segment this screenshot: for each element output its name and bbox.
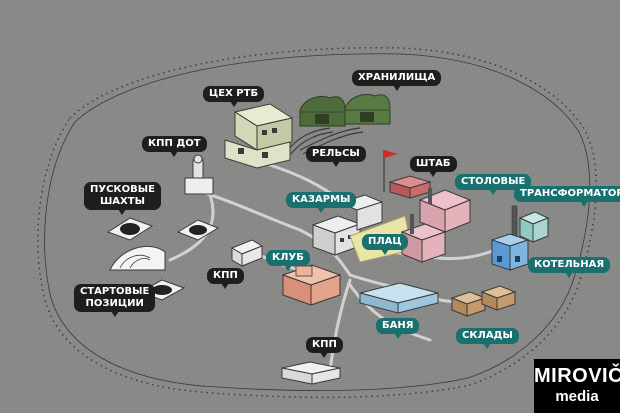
building-storage-1 bbox=[299, 96, 346, 127]
perimeter-fence bbox=[37, 47, 597, 399]
label-boiler-house: КОТЕЛЬНАЯ bbox=[528, 257, 611, 278]
building-kpp-center bbox=[230, 239, 264, 267]
label-parade-ground: ПЛАЦ bbox=[362, 234, 408, 255]
label-barracks: КАЗАРМЫ bbox=[286, 192, 357, 213]
building-club bbox=[281, 264, 342, 306]
label-launch-silos-line1: ПУСКОВЫЕ bbox=[90, 184, 155, 195]
building-kpp-dot bbox=[184, 154, 214, 195]
launch-silo-2 bbox=[176, 219, 220, 241]
label-launch-positions: СТАРТОВЫЕ ПОЗИЦИИ bbox=[74, 284, 156, 317]
label-headquarters: ШТАБ bbox=[410, 156, 457, 177]
label-rails: РЕЛЬСЫ bbox=[306, 146, 366, 167]
label-launch-positions-line2: ПОЗИЦИИ bbox=[85, 298, 144, 309]
perimeter-fence-inner bbox=[44, 53, 591, 391]
mirovic-media-logo: MIROVIČ media bbox=[534, 359, 620, 413]
building-bathhouse bbox=[359, 282, 439, 314]
launch-hangar bbox=[109, 245, 166, 271]
logo-line1: MIROVIČ bbox=[534, 365, 620, 387]
label-club: КЛУБ bbox=[266, 250, 310, 271]
building-headquarters bbox=[383, 150, 432, 199]
label-warehouses: СКЛАДЫ bbox=[456, 328, 519, 349]
label-kpp-dot: КПП ДОТ bbox=[142, 136, 207, 157]
label-launch-silos-line2: ШАХТЫ bbox=[99, 196, 145, 207]
building-kpp-bottom bbox=[281, 361, 341, 385]
label-bathhouse: БАНЯ bbox=[376, 318, 420, 339]
building-transformer bbox=[518, 211, 550, 243]
launch-silo-1 bbox=[106, 217, 154, 241]
building-warehouses bbox=[450, 285, 517, 317]
label-rtb-workshop: ЦЕХ РТБ bbox=[203, 86, 265, 107]
label-kpp-center: КПП bbox=[207, 268, 244, 289]
label-transformer: ТРАНСФОРМАТОРНАЯ bbox=[514, 186, 620, 207]
label-launch-silos: ПУСКОВЫЕ ШАХТЫ bbox=[84, 182, 161, 215]
building-rtb-workshop bbox=[224, 103, 294, 169]
label-canteens: СТОЛОВЫЕ bbox=[455, 174, 532, 195]
logo-line2: media bbox=[555, 388, 599, 405]
building-storage-2 bbox=[344, 94, 391, 125]
label-kpp-bottom: КПП bbox=[306, 337, 343, 358]
label-storage: ХРАНИЛИЩА bbox=[352, 70, 442, 91]
label-launch-positions-line1: СТАРТОВЫЕ bbox=[80, 286, 150, 297]
building-barracks bbox=[311, 194, 384, 256]
building-canteens bbox=[400, 188, 472, 263]
building-boiler-house bbox=[490, 205, 530, 271]
